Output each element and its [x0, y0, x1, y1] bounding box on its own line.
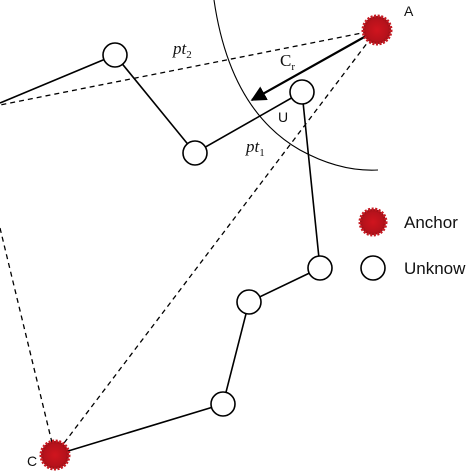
- unknown-u-label: U: [278, 109, 288, 125]
- unknown-node: [102, 42, 128, 68]
- anchor-c-label: C: [27, 453, 37, 469]
- pt2-main: pt: [172, 39, 188, 58]
- unknown-node: [236, 289, 262, 315]
- pt1-label: pt1: [245, 137, 265, 159]
- pt2-label: pt2: [172, 39, 192, 61]
- pt1-main: pt: [245, 137, 261, 156]
- anchor-node-a: [361, 14, 393, 46]
- unknown-node-u: [289, 79, 315, 105]
- unknown-node: [210, 391, 236, 417]
- anchor-node-c: [39, 439, 71, 471]
- unknown-node: [307, 255, 333, 281]
- cr-sub: r: [291, 61, 295, 73]
- cr-arrow: [250, 30, 376, 101]
- anchor-a-label: A: [404, 3, 414, 19]
- legend: Anchor Unknow: [358, 207, 466, 281]
- pt2-sub: 2: [186, 49, 192, 61]
- dashed-line-left-to-c: [0, 227, 56, 456]
- dashed-line-a-to-c: [54, 29, 378, 456]
- hop-path-top: [0, 54, 303, 155]
- legend-anchor-icon: [358, 207, 388, 237]
- legend-anchor-label: Anchor: [404, 213, 458, 232]
- unknown-node: [182, 140, 208, 166]
- range-circle-arc: [213, 0, 379, 171]
- pt1-sub: 1: [259, 147, 265, 159]
- legend-unknown-icon: [360, 255, 386, 281]
- dashed-line-a-to-left: [0, 29, 378, 106]
- legend-unknown-label: Unknow: [404, 259, 466, 278]
- cr-main: C: [280, 51, 291, 70]
- cr-label: Cr: [280, 51, 295, 73]
